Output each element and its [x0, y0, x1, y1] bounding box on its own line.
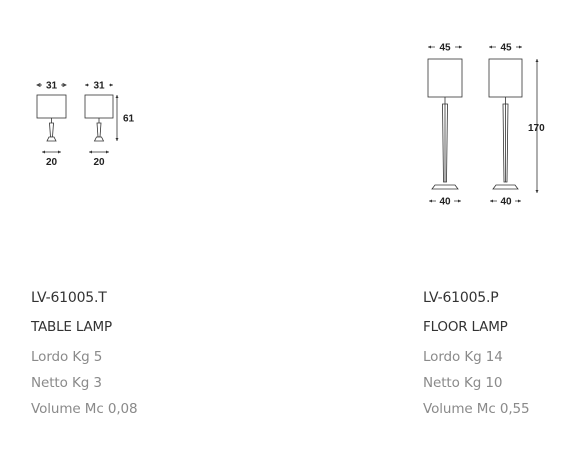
technical-drawings: 31 20 31 20 61 45 — [36, 41, 545, 208]
table-lamp-drawing-side: 31 20 61 — [84, 79, 135, 168]
table-lamp-lordo: Lordo Kg 5 — [31, 349, 103, 365]
table-lamp-weights: Lordo Kg 5 Netto Kg 3 Volume Mc 0,08 — [31, 344, 138, 422]
table-lamp-shade-width-front: 31 — [46, 81, 58, 92]
floor-lamp-drawing-side: 45 40 170 — [488, 41, 545, 208]
table-lamp-base-width-side: 20 — [93, 157, 105, 168]
table-lamp-name: TABLE LAMP — [31, 319, 112, 335]
floor-lamp-spec: LV-61005.P FLOOR LAMP Lordo Kg 14 Netto … — [423, 290, 530, 422]
floor-lamp-base-width-front: 40 — [439, 197, 451, 208]
table-lamp-volume: Volume Mc 0,08 — [31, 401, 138, 417]
floor-lamp-netto: Netto Kg 10 — [423, 375, 503, 391]
floor-lamp-shade-width-front: 45 — [439, 43, 451, 54]
table-lamp-height: 61 — [123, 114, 135, 125]
table-lamp-shade-width-side: 31 — [93, 81, 105, 92]
floor-lamp-lordo: Lordo Kg 14 — [423, 349, 503, 365]
table-lamp-netto: Netto Kg 3 — [31, 375, 102, 391]
floor-lamp-shade-width-side: 45 — [500, 43, 512, 54]
floor-lamp-volume: Volume Mc 0,55 — [423, 401, 530, 417]
floor-lamp-name: FLOOR LAMP — [423, 319, 508, 335]
table-lamp-base-width-front: 20 — [46, 157, 58, 168]
table-lamp-drawing-front: 31 20 — [36, 79, 67, 168]
floor-lamp-height: 170 — [528, 123, 545, 134]
floor-lamp-base-width-side: 40 — [500, 197, 512, 208]
floor-lamp-code: LV-61005.P — [423, 290, 499, 306]
floor-lamp-drawing-front: 45 40 — [427, 41, 463, 208]
floor-lamp-weights: Lordo Kg 14 Netto Kg 10 Volume Mc 0,55 — [423, 344, 530, 422]
table-lamp-code: LV-61005.T — [31, 290, 107, 306]
table-lamp-spec: LV-61005.T TABLE LAMP Lordo Kg 5 Netto K… — [31, 290, 138, 422]
